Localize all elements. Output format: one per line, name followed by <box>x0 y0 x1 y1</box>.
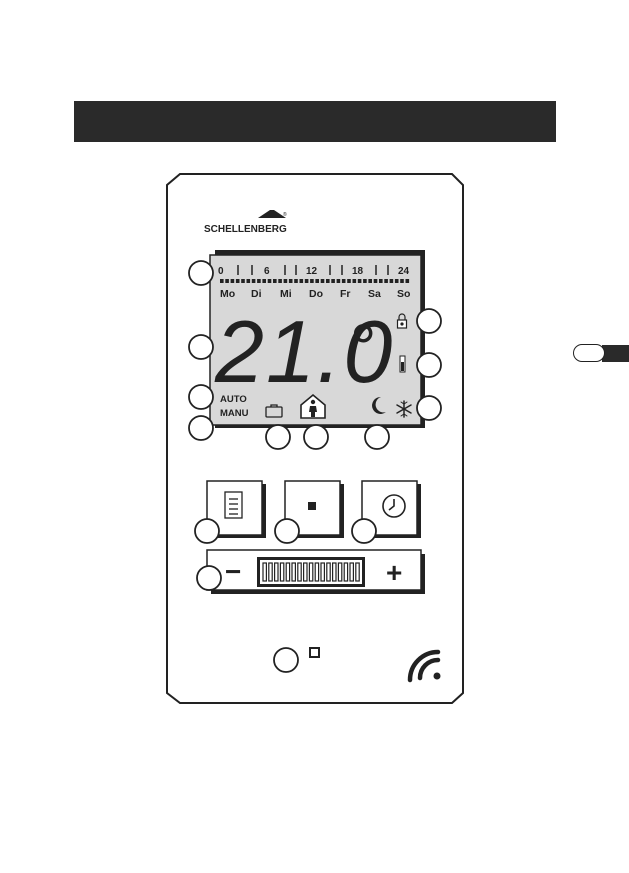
program-segment <box>305 279 309 283</box>
day-label-do: Do <box>309 288 323 300</box>
program-segment <box>220 279 224 283</box>
mode-auto-label: AUTO <box>220 394 247 405</box>
callout-hour-scale <box>189 261 213 285</box>
callout-moon <box>365 425 389 449</box>
program-segment <box>379 279 383 283</box>
program-segment <box>358 279 362 283</box>
battery-icon <box>400 356 405 372</box>
program-segment <box>400 279 404 283</box>
program-segment <box>247 279 251 283</box>
brand-name: SCHELLENBERG <box>204 224 287 235</box>
program-segment <box>236 279 240 283</box>
program-segment <box>315 279 319 283</box>
callout-temperature <box>189 335 213 359</box>
program-segment <box>353 279 357 283</box>
minus-sign: − <box>225 556 241 587</box>
temperature-slider[interactable]: − + <box>207 550 425 594</box>
program-segment <box>321 279 325 283</box>
callout-clock-button <box>352 519 376 543</box>
hour-label-12: 12 <box>306 266 318 277</box>
program-segment <box>310 279 314 283</box>
callout-auto <box>189 385 213 409</box>
program-segment <box>368 279 372 283</box>
day-label-mi: Mi <box>280 288 292 300</box>
temperature-unit-symbol: ° <box>350 310 376 384</box>
program-segment <box>278 279 282 283</box>
callout-lock <box>417 309 441 333</box>
led-square-icon <box>310 648 319 657</box>
callout-suitcase <box>266 425 290 449</box>
program-segment <box>273 279 277 283</box>
hour-label-18: 18 <box>352 266 364 277</box>
program-segment <box>262 279 266 283</box>
square-stop-icon <box>308 502 316 510</box>
program-segment <box>384 279 388 283</box>
callout-battery <box>417 353 441 377</box>
program-segment <box>300 279 304 283</box>
callout-led <box>274 648 298 672</box>
program-segment <box>289 279 293 283</box>
brand-registered-mark: ® <box>283 211 287 218</box>
program-segment <box>294 279 298 283</box>
program-segment <box>284 279 288 283</box>
program-segment <box>257 279 261 283</box>
callout-menu-button <box>195 519 219 543</box>
program-segment <box>342 279 346 283</box>
hour-label-6: 6 <box>264 266 270 277</box>
callout-ok-button <box>275 519 299 543</box>
hour-label-0: 0 <box>218 266 224 277</box>
program-segment <box>252 279 256 283</box>
lcd-screen: 0 6 12 18 24 Mo Di Mi Do Fr Sa So 21.0 ° <box>210 250 425 428</box>
day-label-sa: Sa <box>368 288 381 300</box>
program-segment <box>363 279 367 283</box>
program-segment <box>331 279 335 283</box>
program-segment <box>395 279 399 283</box>
program-segment <box>337 279 341 283</box>
program-segment <box>347 279 351 283</box>
program-segment <box>268 279 272 283</box>
program-segment <box>390 279 394 283</box>
day-label-fr: Fr <box>340 288 351 300</box>
program-segment <box>374 279 378 283</box>
program-segment <box>225 279 229 283</box>
program-segment <box>241 279 245 283</box>
callout-slider <box>197 566 221 590</box>
program-segment <box>406 279 410 283</box>
callout-manu <box>189 416 213 440</box>
callout-house <box>304 425 328 449</box>
hour-label-24: 24 <box>398 266 410 277</box>
mode-manu-label: MANU <box>220 408 249 419</box>
plus-sign: + <box>386 557 402 588</box>
day-label-di: Di <box>251 288 262 300</box>
program-segment <box>231 279 235 283</box>
program-segment <box>326 279 330 283</box>
day-label-mo: Mo <box>220 288 235 300</box>
day-label-so: So <box>397 288 410 300</box>
callout-snowflake <box>417 396 441 420</box>
